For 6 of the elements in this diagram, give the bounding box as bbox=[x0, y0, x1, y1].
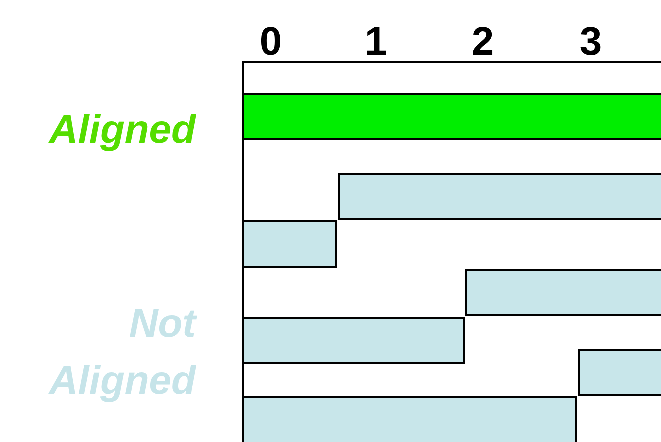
row-label: Aligned bbox=[48, 107, 196, 154]
column-number: 1 bbox=[364, 19, 388, 66]
row-label: Not Aligned bbox=[48, 301, 196, 405]
column-number: 2 bbox=[470, 19, 496, 66]
column-number: 3 bbox=[578, 19, 604, 66]
column-number: 0 bbox=[258, 19, 284, 66]
